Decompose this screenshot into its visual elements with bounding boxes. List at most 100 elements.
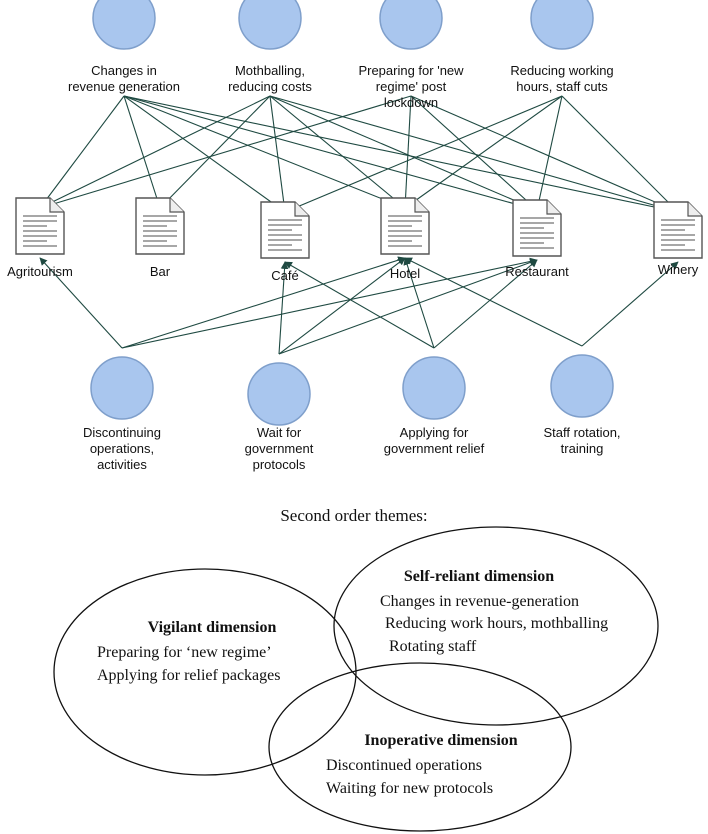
vigilant-ellipse (53, 568, 357, 776)
document-node-agritourism[interactable]: Agritourism (7, 197, 73, 279)
document-nodes: Agritourism Bar Café Hotel Restaurant Winery (7, 197, 703, 283)
inoperative-ellipse (268, 662, 572, 832)
document-node-winery[interactable]: Winery (653, 201, 703, 277)
vigilant-title: Vigilant dimension (148, 619, 277, 636)
document-label-bar: Bar (150, 264, 171, 279)
code-label-line: Changes in (91, 63, 157, 78)
link-applying-to-restaurant (433, 259, 538, 349)
network-edges (39, 95, 679, 355)
code-label-line: Discontinuing (83, 425, 161, 440)
code-circle (550, 354, 614, 418)
code-label-line: Reducing working (510, 63, 613, 78)
code-label-line: training (561, 441, 604, 456)
themes-heading: Second order themes: (280, 506, 427, 525)
page-fold (414, 198, 429, 213)
bottom-code-rotation[interactable]: Staff rotation,training (543, 354, 621, 456)
code-circle (530, 0, 594, 50)
code-label-line: government (245, 441, 314, 456)
code-label-line: Mothballing, (235, 63, 305, 78)
document-node-restaurant[interactable]: Restaurant (505, 199, 569, 279)
link-changes-to-restaurant (123, 95, 538, 212)
code-label-line: regime' post (376, 79, 447, 94)
link-reducing-to-winery (561, 95, 679, 213)
link-mothballing-to-winery (269, 95, 679, 214)
self-reliant-item: Reducing work hours, mothballing (385, 615, 608, 632)
self-reliant-ellipse (333, 526, 659, 726)
link-wait-to-restaurant (278, 258, 538, 355)
link-mothballing-to-agritourism (39, 95, 271, 209)
code-circle (90, 356, 154, 420)
code-label-line: operations, (90, 441, 154, 456)
link-applying-to-cafe (284, 261, 435, 349)
code-label-line: activities (97, 457, 147, 472)
document-label-restaurant: Restaurant (505, 264, 569, 279)
link-preparing-to-winery (410, 95, 679, 213)
page-fold (49, 198, 64, 213)
link-discontinuing-to-agritourism (39, 257, 123, 349)
code-label-line: lockdown (384, 95, 438, 110)
link-mothballing-to-restaurant (269, 95, 538, 211)
code-circle (238, 0, 302, 50)
vigilant-item: Preparing for ‘new regime’ (97, 644, 272, 661)
document-label-agritourism: Agritourism (7, 264, 73, 279)
inoperative-title: Inoperative dimension (364, 732, 517, 749)
link-changes-to-winery (123, 95, 679, 215)
inoperative-item: Discontinued operations (326, 757, 482, 774)
link-rotation-to-winery (581, 261, 679, 347)
code-circle (402, 356, 466, 420)
document-label-hotel: Hotel (390, 266, 420, 281)
link-wait-to-cafe (278, 261, 289, 355)
self-reliant-title: Self-reliant dimension (404, 568, 554, 585)
page-fold (546, 200, 561, 215)
code-label-line: Applying for (400, 425, 469, 440)
page-fold (169, 198, 184, 213)
self-reliant-item: Rotating staff (389, 638, 477, 655)
link-rotation-to-hotel (404, 257, 583, 347)
link-changes-to-agritourism (39, 95, 125, 209)
link-mothballing-to-hotel (269, 95, 406, 209)
code-label-line: Wait for (257, 425, 302, 440)
document-node-hotel[interactable]: Hotel (380, 197, 430, 281)
link-reducing-to-hotel (404, 95, 563, 209)
link-discontinuing-to-hotel (121, 256, 406, 349)
inoperative-item: Waiting for new protocols (326, 780, 493, 797)
document-label-winery: Winery (658, 262, 699, 277)
link-discontinuing-to-restaurant (121, 257, 538, 349)
self-reliant-item: Changes in revenue-generation (380, 593, 579, 610)
code-label-line: protocols (253, 457, 306, 472)
link-wait-to-hotel (278, 257, 406, 355)
document-node-cafe[interactable]: Café (260, 201, 310, 283)
link-mothballing-to-cafe (269, 95, 288, 213)
document-node-bar[interactable]: Bar (135, 197, 185, 279)
code-label-line: hours, staff cuts (516, 79, 608, 94)
code-label-line: Staff rotation, (543, 425, 620, 440)
venn-diagram: Self-reliant dimension Changes in revenu… (53, 526, 659, 832)
code-label-line: Preparing for 'new (358, 63, 464, 78)
code-circle (92, 0, 156, 50)
link-reducing-to-restaurant (534, 95, 563, 211)
top-code-mothballing[interactable]: Mothballing,reducing costs (228, 0, 312, 94)
page-fold (294, 202, 309, 217)
document-label-cafe: Café (271, 268, 298, 283)
link-preparing-to-agritourism (39, 95, 412, 210)
code-label-line: reducing costs (228, 79, 312, 94)
link-preparing-to-hotel (401, 95, 412, 209)
link-changes-to-cafe (123, 95, 286, 213)
link-applying-to-hotel (403, 257, 435, 349)
link-mothballing-to-bar (159, 95, 271, 209)
code-circle (247, 362, 311, 426)
code-label-line: government relief (384, 441, 485, 456)
link-preparing-to-restaurant (410, 95, 538, 211)
code-circle (379, 0, 443, 50)
link-changes-to-bar (123, 95, 162, 209)
code-label-line: revenue generation (68, 79, 180, 94)
link-reducing-to-cafe (284, 95, 563, 213)
